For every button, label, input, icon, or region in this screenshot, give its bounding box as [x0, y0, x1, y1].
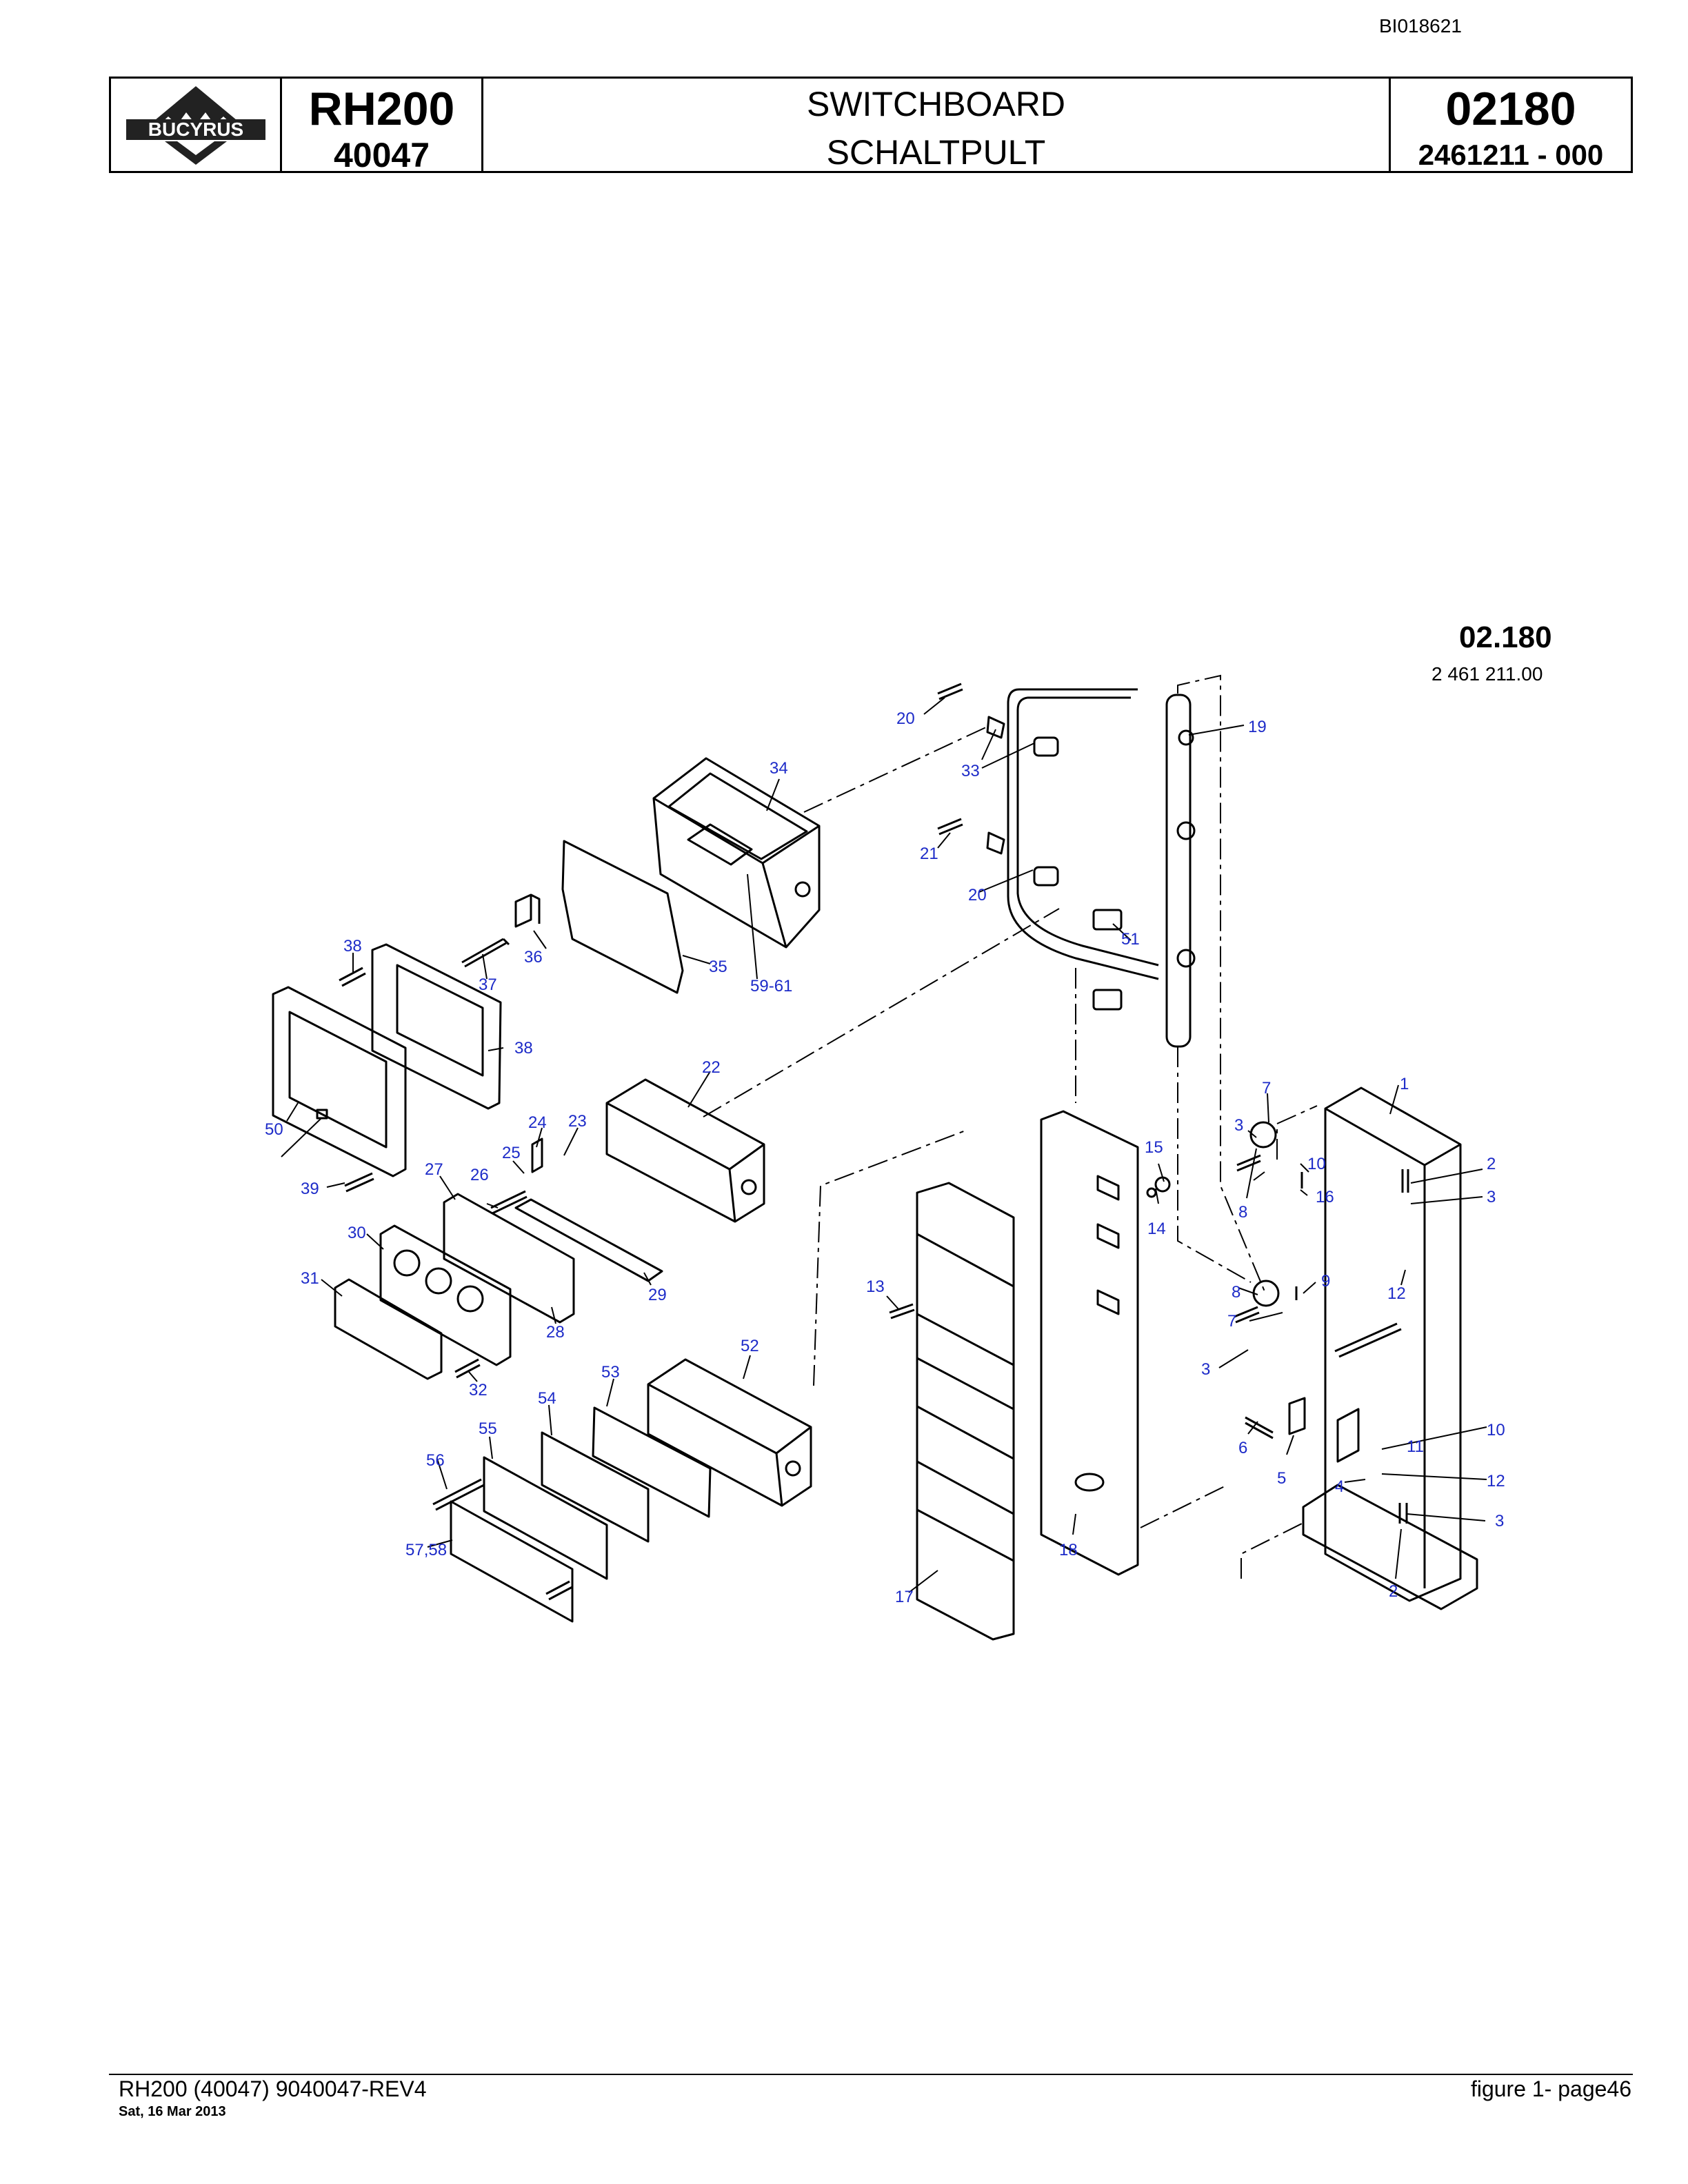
callout: 6 — [1238, 1439, 1247, 1457]
callout: 36 — [524, 948, 543, 967]
callout: 53 — [601, 1363, 620, 1382]
callout: 54 — [538, 1389, 556, 1408]
part-number: 2461211 - 000 — [1418, 139, 1604, 171]
callout: 7 — [1227, 1312, 1236, 1331]
callout: 24 — [528, 1113, 547, 1132]
callout: 3 — [1487, 1188, 1496, 1206]
callout: 35 — [709, 958, 727, 976]
footer-page-ref: figure 1- page46 — [1470, 2076, 1631, 2101]
callout: 2 — [1487, 1155, 1496, 1173]
callout: 57,58 — [405, 1541, 447, 1559]
document-id: BI018621 — [1379, 15, 1462, 37]
model-name: RH200 — [308, 83, 455, 135]
callout: 34 — [770, 759, 788, 778]
callout: 55 — [479, 1419, 497, 1438]
callout: 8 — [1232, 1283, 1240, 1302]
callout: 12 — [1487, 1472, 1505, 1490]
callout: 7 — [1262, 1079, 1271, 1098]
callout: 52 — [741, 1337, 759, 1355]
title-german: SCHALTPULT — [826, 133, 1046, 172]
callout: 21 — [920, 845, 938, 863]
callout: 37 — [479, 975, 497, 994]
figure-number: 02.180 — [1459, 620, 1552, 654]
callout: 11 — [1407, 1437, 1424, 1456]
model-cell: RH200 40047 — [282, 79, 483, 174]
callout: 2 — [1389, 1582, 1398, 1601]
callout: 13 — [866, 1277, 885, 1296]
callout: 8 — [1238, 1203, 1247, 1222]
title-english: SWITCHBOARD — [807, 85, 1065, 123]
callout: 23 — [568, 1112, 587, 1131]
footer-date: Sat, 16 Mar 2013 — [119, 2104, 226, 2119]
callout: 3 — [1201, 1360, 1210, 1379]
callout: 19 — [1248, 718, 1267, 736]
callout: 18 — [1059, 1541, 1078, 1559]
callout: 28 — [546, 1323, 565, 1342]
logo-text: BUCYRUS — [148, 119, 243, 140]
callout: 17 — [895, 1588, 914, 1606]
callout: 27 — [425, 1160, 443, 1179]
callout: 4 — [1335, 1477, 1344, 1496]
callout: 39 — [301, 1180, 319, 1198]
callout: 51 — [1121, 930, 1140, 949]
figure-sub-number: 2 461 211.00 — [1431, 663, 1543, 685]
callout: 20 — [896, 709, 915, 728]
logo-cell: BUCYRUS — [111, 79, 282, 171]
footer-rule — [109, 2074, 1633, 2075]
callout: 20 — [968, 886, 987, 904]
part-drawings — [272, 682, 1478, 1641]
callout: 16 — [1316, 1188, 1334, 1206]
leader-lines — [281, 697, 1487, 1593]
callout: 32 — [469, 1381, 488, 1399]
callout: 22 — [702, 1058, 721, 1077]
callout: 14 — [1147, 1220, 1166, 1238]
callout: 56 — [426, 1451, 445, 1470]
callout: 3 — [1495, 1512, 1504, 1530]
callout: 5 — [1277, 1469, 1286, 1488]
callout: 10 — [1307, 1155, 1326, 1173]
callout: 26 — [470, 1166, 489, 1184]
footer-document-ref: RH200 (40047) 9040047-REV4 — [119, 2076, 427, 2101]
callout: 10 — [1487, 1421, 1505, 1439]
callout: 38 — [514, 1039, 533, 1058]
callout: 1 — [1400, 1075, 1409, 1093]
callout: 12 — [1387, 1284, 1406, 1303]
bucyrus-logo: BUCYRUS — [125, 86, 265, 165]
callout: 38 — [343, 937, 362, 956]
title-cell: SWITCHBOARD SCHALTPULT — [483, 79, 1391, 172]
callout: 50 — [265, 1120, 283, 1139]
callout: 9 — [1321, 1272, 1330, 1291]
callout: 31 — [301, 1269, 319, 1288]
model-number: 40047 — [333, 136, 430, 174]
callout: 3 — [1234, 1116, 1243, 1135]
callout-labels: 1 2 2 3 3 3 3 4 5 6 7 7 8 8 9 10 10 11 1… — [265, 709, 1505, 1606]
callout: 59-61 — [750, 977, 792, 995]
code-cell: 02180 2461211 - 000 — [1391, 79, 1631, 171]
callout: 29 — [648, 1286, 667, 1304]
callout: 15 — [1145, 1138, 1163, 1157]
group-number: 02180 — [1445, 83, 1576, 135]
assembly-lines — [703, 674, 1318, 1579]
rail-tube-18 — [1165, 694, 1192, 1048]
callout: 25 — [502, 1144, 521, 1162]
title-block: BUCYRUS RH200 40047 SWITCHBOARD SCHALTPU… — [109, 77, 1633, 174]
callout: 33 — [961, 762, 980, 780]
callout: 30 — [348, 1224, 366, 1242]
